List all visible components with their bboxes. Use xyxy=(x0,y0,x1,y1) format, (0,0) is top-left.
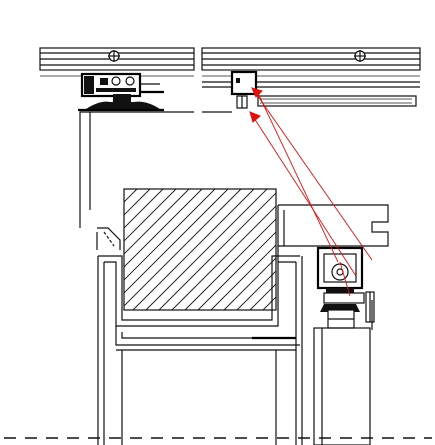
arrow-icon xyxy=(251,87,263,98)
hatch-line xyxy=(249,283,276,310)
hatch-line xyxy=(367,189,435,310)
guide-bracket xyxy=(230,70,417,109)
corner-detail xyxy=(96,227,121,250)
hatch-line xyxy=(124,189,164,229)
wall-outline xyxy=(79,111,232,228)
hatch-line xyxy=(171,205,276,310)
hatch-line xyxy=(145,189,268,310)
hatch-line xyxy=(124,189,177,242)
frame-profile xyxy=(97,255,303,445)
screw-icon xyxy=(108,50,120,62)
hatch-line xyxy=(132,189,255,310)
hatch-line xyxy=(124,189,229,294)
annotation-leaders xyxy=(253,88,373,297)
track-right xyxy=(201,47,421,88)
arrow-icon xyxy=(249,111,261,123)
roller-assembly xyxy=(316,246,375,323)
wheel-icon xyxy=(327,309,355,329)
hatch-line xyxy=(124,189,151,216)
hatch-line xyxy=(184,218,276,310)
hatch-line xyxy=(223,257,276,310)
screw-icon xyxy=(354,50,366,62)
hatch-line xyxy=(124,189,242,307)
hatch-line xyxy=(124,189,125,190)
hatch-line xyxy=(124,189,138,203)
support-column xyxy=(313,300,373,445)
hatch-line xyxy=(197,231,276,310)
hatch-line xyxy=(393,189,435,310)
hatched-panel xyxy=(123,188,435,311)
hatch-line xyxy=(158,192,276,310)
roller-carriage-left xyxy=(80,72,164,98)
hatch-line xyxy=(236,270,276,310)
hatch-line xyxy=(124,189,216,281)
hatch-line xyxy=(124,189,203,268)
roller-icon xyxy=(78,94,164,112)
track-left xyxy=(39,47,195,77)
hatch-line xyxy=(210,244,276,310)
right-wall-profile xyxy=(277,204,389,262)
hatch-line xyxy=(124,189,190,255)
